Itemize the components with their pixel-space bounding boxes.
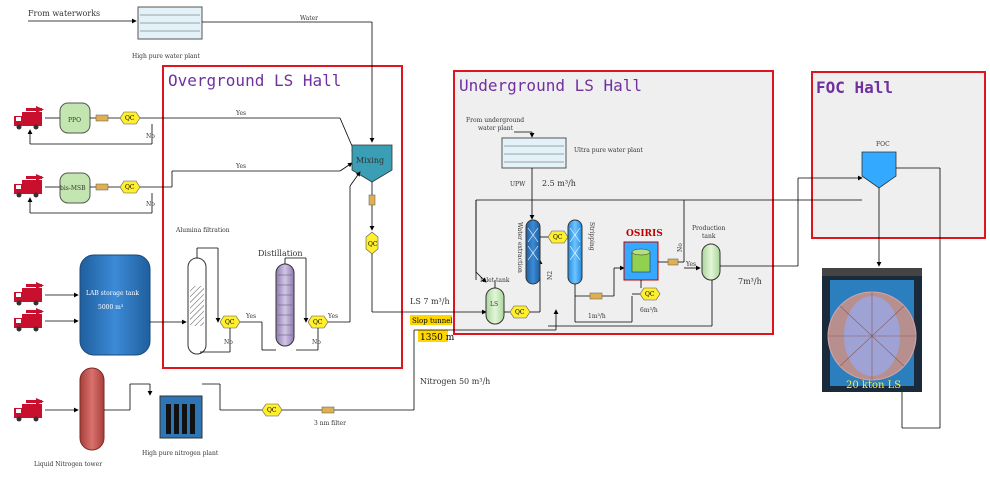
inlet-ls-label: LS: [490, 301, 498, 308]
foc-hall-title: FOC Hall: [816, 78, 893, 97]
n2-label: N2: [547, 271, 554, 280]
inlet-qc-valve: QC: [510, 306, 530, 318]
alumina-yes-label: Yes: [245, 313, 256, 320]
lab-truck-2-icon: [14, 308, 44, 332]
detector-label: 20 kton LS: [846, 380, 901, 391]
from-underground-label-1: From underground: [466, 117, 524, 124]
stripping-label: Stripping: [588, 222, 595, 251]
svg-text:QC: QC: [368, 241, 378, 248]
ultra-pure-water-plant: [502, 138, 566, 168]
osiris-yes-label: Yes: [685, 261, 696, 268]
liquid-nitrogen-tower: [80, 368, 104, 450]
underground-hall-title: Underground LS Hall: [459, 76, 642, 95]
ppo-truck-icon: [14, 106, 44, 130]
production-tank-label-1: Production: [692, 225, 726, 232]
distillation-qc-valve: QC: [308, 316, 328, 328]
detector-image: [822, 268, 922, 392]
distillation-label: Distillation: [258, 249, 302, 258]
extraction-qc-valve: QC: [548, 231, 568, 243]
flow-7-label: 7m³/h: [738, 277, 762, 286]
high-pure-water-plant: [138, 7, 202, 39]
slop-tunnel-label: Slop tunnel: [412, 317, 453, 325]
bis-msb-truck-icon: [14, 174, 44, 198]
mixing-label: Mixing: [356, 156, 384, 165]
water-extraction-column: [526, 220, 540, 284]
water-extraction-label: Water extraction: [516, 222, 523, 273]
svg-text:QC: QC: [125, 184, 135, 191]
svg-text:QC: QC: [313, 319, 323, 326]
ls-flow-label: LS 7 m³/h: [410, 297, 450, 306]
lab-truck-1-icon: [14, 282, 44, 306]
ppo-no-label: No: [146, 133, 155, 140]
svg-text:QC: QC: [553, 234, 563, 241]
ultra-pure-water-plant-label: Ultra pure water plant: [574, 147, 643, 154]
upw-flow-label: 2.5 m³/h: [542, 179, 576, 188]
nitrogen-qc-valve: QC: [262, 404, 282, 416]
bis-msb-yes-label: Yes: [235, 163, 246, 170]
ppo-qc-valve: QC: [120, 112, 140, 124]
nitrogen-truck-icon: [14, 398, 44, 422]
stripping-filter-icon: [590, 293, 602, 299]
osiris-qc-valve: QC: [640, 288, 660, 300]
svg-text:QC: QC: [267, 407, 277, 414]
svg-text:QC: QC: [645, 291, 655, 298]
bis-msb-filter-icon: [96, 184, 108, 190]
nitrogen-filter-icon: [322, 407, 334, 413]
flow-1-label: 1m³/h: [588, 313, 606, 320]
high-pure-water-plant-label: High pure water plant: [132, 53, 200, 60]
upw-label: UPW: [510, 181, 526, 188]
stripping-column: [568, 220, 582, 284]
alumina-column: [188, 258, 206, 354]
from-underground-label-2: water plant: [478, 125, 514, 132]
alumina-no-label: No: [224, 339, 233, 346]
ppo-label: PPO: [68, 117, 81, 124]
svg-text:QC: QC: [125, 115, 135, 122]
filter-label: 3 nm filter: [314, 420, 346, 427]
bis-msb-no-label: No: [146, 201, 155, 208]
foc-label: FOC: [876, 141, 890, 148]
production-tank: [702, 244, 720, 280]
ppo-filter-icon: [96, 115, 108, 121]
bis-msb-label: bis-MSB: [60, 185, 86, 192]
osiris-no-label: No: [677, 243, 684, 252]
svg-text:QC: QC: [225, 319, 235, 326]
osiris-detector: [624, 242, 658, 280]
nitrogen-flow-label: Nitrogen 50 m³/h: [420, 377, 490, 386]
from-waterworks-label: From waterworks: [28, 9, 100, 18]
production-tank-label-2: tank: [702, 233, 716, 240]
water-label: Water: [300, 15, 318, 22]
alumina-qc-valve: QC: [220, 316, 240, 328]
mixing-qc-valve: QC: [366, 232, 378, 254]
lab-tank-label-1: LAB storage tank: [86, 290, 139, 297]
distillation-no-label: No: [312, 339, 321, 346]
distillation-yes-label: Yes: [327, 313, 338, 320]
osiris-filter-icon: [668, 259, 678, 265]
overground-hall-title: Overground LS Hall: [168, 71, 341, 90]
osiris-label: OSIRIS: [626, 229, 663, 239]
svg-text:QC: QC: [515, 309, 525, 316]
high-pure-nitrogen-plant: [160, 396, 202, 438]
liquid-nitrogen-tower-label: Liquid Nitrogen tower: [34, 461, 102, 468]
bis-msb-qc-valve: QC: [120, 181, 140, 193]
mixing-filter-icon: [369, 195, 375, 205]
ppo-yes-label: Yes: [235, 110, 246, 117]
distillation-column: [276, 264, 294, 346]
lab-tank-label-2: 5000 m³: [98, 304, 124, 311]
alumina-filtration-label: Alumina filtration: [175, 227, 230, 234]
flow-6-label: 6m³/h: [640, 307, 658, 314]
high-pure-nitrogen-plant-label: High pure nitrogen plant: [142, 450, 219, 457]
slop-length-label: 1350 m: [420, 333, 455, 343]
